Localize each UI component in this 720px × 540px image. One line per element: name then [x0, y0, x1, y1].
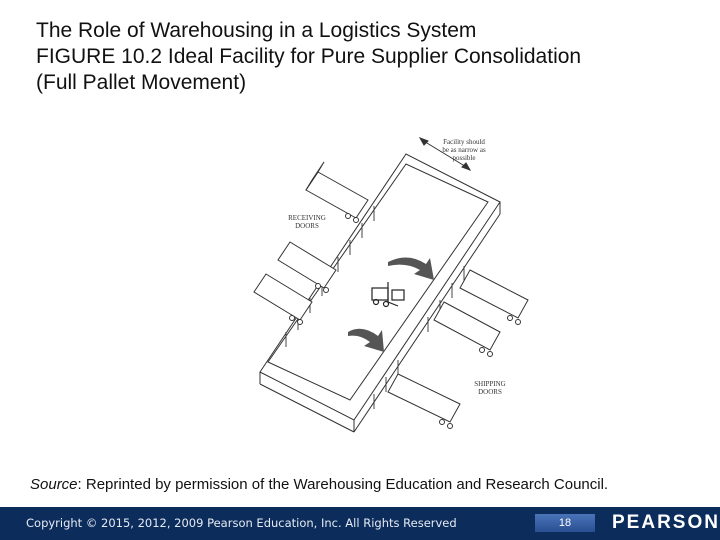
shipping-doors-label: SHIPPING DOORS: [474, 380, 506, 396]
facility-note: Facility should be as narrow as possible: [442, 138, 486, 162]
source-prefix: Source: [30, 476, 78, 493]
truck-shipping-2: [433, 301, 501, 357]
truck-receiving-1: [305, 161, 369, 223]
building-outline: [267, 163, 489, 401]
shipping-door-marks: [373, 266, 465, 409]
truck-shipping-3: [387, 373, 461, 429]
title-line-2: FIGURE 10.2 Ideal Facility for Pure Supp…: [36, 45, 582, 68]
flow-arrows: [348, 257, 434, 352]
pearson-logo: PEARSON: [612, 512, 720, 533]
flow-arrow-lower: [348, 328, 384, 352]
page-number: 18: [535, 514, 595, 532]
receiving-doors-label: RECEIVING DOORS: [288, 214, 326, 230]
truck-shipping-1: [459, 269, 529, 325]
width-arrow: [418, 137, 472, 171]
truck-receiving-2: [277, 241, 337, 293]
title-line-1: The Role of Warehousing in a Logistics S…: [36, 19, 477, 42]
flow-arrow-upper: [388, 257, 434, 280]
inbound-trucks: [253, 161, 369, 325]
outbound-trucks: [387, 269, 529, 429]
source-note: Source: Reprinted by permission of the W…: [30, 476, 710, 493]
warehouse-figure: Facility should be as narrow as possible…: [238, 132, 550, 462]
forklift-icon: [371, 282, 405, 308]
copyright-text: Copyright © 2015, 2012, 2009 Pearson Edu…: [26, 516, 457, 530]
warehouse-diagram: [253, 137, 529, 433]
title-line-3: (Full Pallet Movement): [36, 71, 247, 94]
source-text: : Reprinted by permission of the Warehou…: [77, 476, 609, 493]
footer-bar: Copyright © 2015, 2012, 2009 Pearson Edu…: [0, 507, 720, 540]
truck-receiving-3: [253, 273, 313, 325]
slide-title: The Role of Warehousing in a Logistics S…: [36, 18, 706, 96]
